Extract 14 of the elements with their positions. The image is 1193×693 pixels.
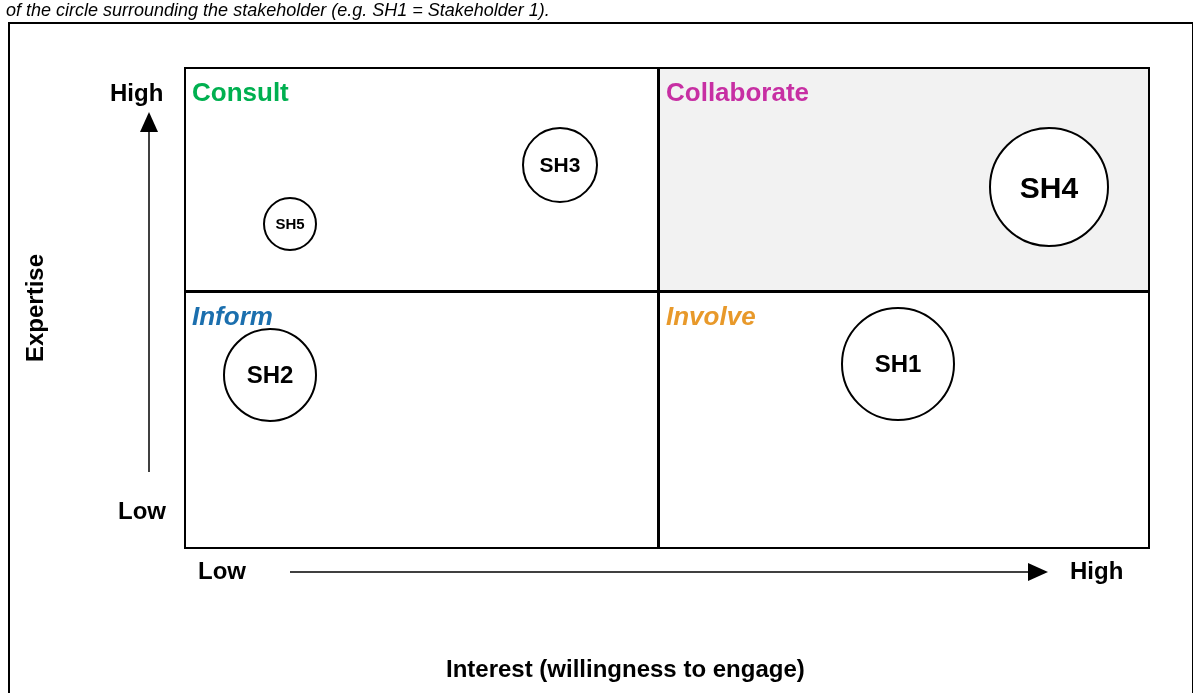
quadrant-box — [658, 67, 1150, 292]
axis-label: Expertise — [20, 253, 49, 363]
axis-label: Interest (willingness to engage) — [446, 654, 805, 684]
axis-tick-label: High — [110, 78, 164, 108]
quadrant-box — [184, 291, 659, 549]
quadrant-title: Collaborate — [666, 76, 810, 109]
quadrant-title: Consult — [192, 76, 289, 109]
quadrant-box — [658, 291, 1150, 549]
quadrant-box — [184, 67, 659, 292]
axis-tick-label: Low — [198, 556, 246, 586]
caption-text: of the circle surrounding the stakeholder (e.g. SH1 = Stakeholder 1). — [6, 0, 550, 20]
quadrant-title: Involve — [666, 300, 756, 333]
axis-tick-label: High — [1070, 556, 1124, 586]
axis-tick-label: Low — [118, 496, 166, 526]
